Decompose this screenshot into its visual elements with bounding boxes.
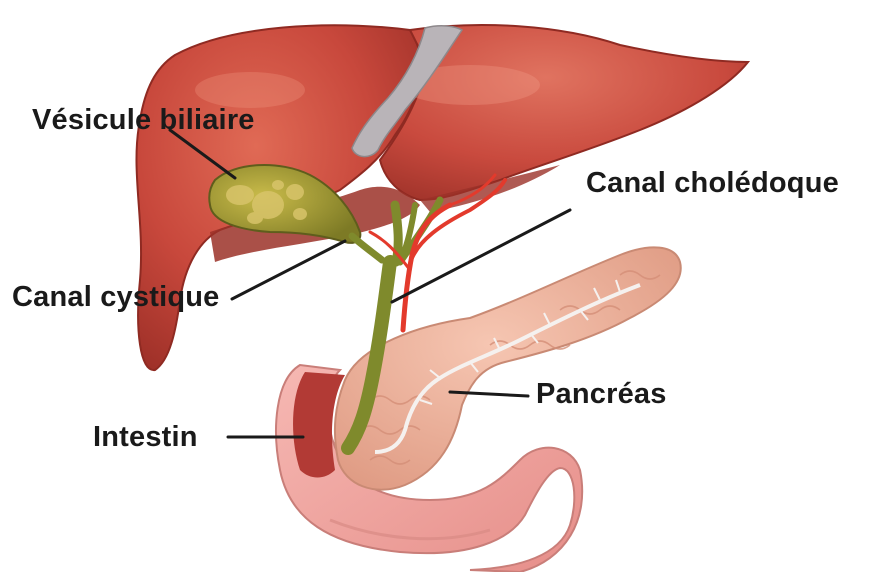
label-canal-cystique: Canal cystique <box>12 281 220 314</box>
label-vesicule-biliaire: Vésicule biliaire <box>32 104 255 137</box>
label-pancreas: Pancréas <box>536 378 667 411</box>
label-intestin: Intestin <box>93 421 198 454</box>
label-canal-choledoque: Canal cholédoque <box>586 167 839 200</box>
